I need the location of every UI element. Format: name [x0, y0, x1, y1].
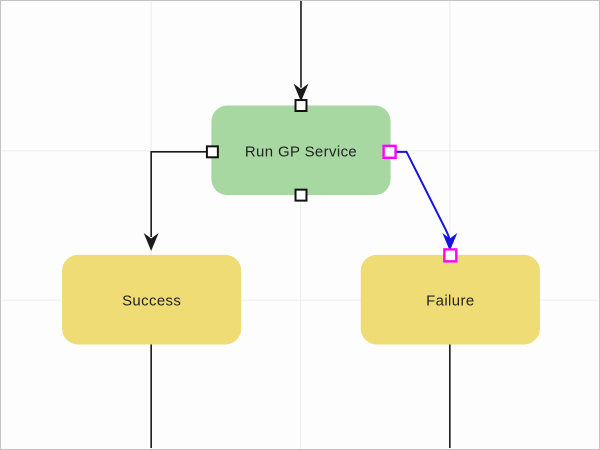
arrowhead-down-icon — [442, 232, 458, 251]
node-label: Success — [122, 293, 181, 310]
connector-incoming-top[interactable] — [293, 1, 309, 102]
arrowhead-down-icon — [293, 83, 309, 102]
node-success[interactable]: Success — [62, 254, 242, 345]
node-run-gp-service[interactable]: Run GP Service — [211, 105, 391, 196]
port-bottom[interactable] — [294, 188, 308, 202]
node-label: Failure — [426, 293, 474, 310]
connector-to-failure-selected[interactable] — [389, 150, 458, 251]
arrowhead-down-icon — [143, 232, 159, 251]
node-label: Run GP Service — [245, 143, 357, 160]
port-failure-top-selected[interactable] — [443, 248, 458, 263]
connector-to-success[interactable] — [143, 151, 213, 251]
port-right-selected[interactable] — [382, 144, 397, 159]
port-top[interactable] — [294, 99, 308, 113]
port-left[interactable] — [205, 145, 219, 159]
node-failure[interactable]: Failure — [360, 254, 540, 345]
